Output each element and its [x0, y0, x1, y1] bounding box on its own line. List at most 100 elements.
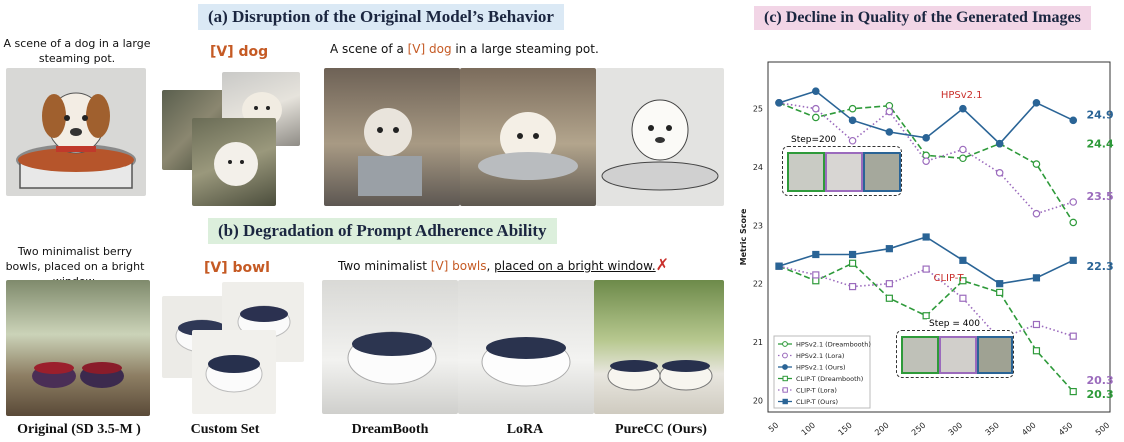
x-tick-label: 100 — [800, 421, 817, 438]
data-point — [1069, 218, 1078, 227]
data-point — [922, 233, 930, 241]
data-point — [848, 259, 857, 267]
inset-400-thumb-green — [901, 336, 939, 374]
x-tick-label: 300 — [947, 421, 964, 438]
inset-400-thumb-blue — [977, 336, 1013, 374]
y-tick-label: 25 — [753, 105, 763, 114]
lora-bowl-illustration — [481, 337, 571, 387]
inset-step-200-label: Step=200 — [789, 135, 839, 145]
legend-entry: HPSv2.1 (Lora) — [796, 352, 844, 360]
label-dreambooth: DreamBooth — [351, 422, 429, 437]
data-point — [922, 312, 930, 320]
data-point — [848, 116, 857, 125]
x-tick-label: 400 — [1020, 421, 1037, 438]
dog-pot-illustration — [16, 92, 136, 189]
data-point — [1069, 332, 1077, 340]
legend-marker — [782, 398, 788, 405]
data-point — [959, 145, 967, 154]
custom-bowl-photo-3 — [192, 330, 276, 414]
y-tick-label: 22 — [753, 280, 763, 289]
chart-labels: HPSv2.1CLIP-T24.924.423.522.320.320.3HPS… — [773, 90, 1114, 409]
data-point — [775, 262, 783, 270]
custom-dog-photo-3 — [192, 118, 276, 206]
data-point — [812, 104, 820, 113]
data-point — [812, 113, 820, 122]
original-bowls-image — [6, 280, 150, 416]
data-point — [1069, 116, 1078, 125]
end-value-label: 20.3 — [1086, 388, 1113, 401]
data-point — [922, 157, 930, 165]
lora-dog-image — [460, 68, 596, 206]
custom-bowl-3-illustration — [205, 355, 263, 393]
data-point — [848, 282, 857, 291]
panel-b-generation-prompt: Two minimalist [V] bowls, placed on a br… — [338, 257, 718, 274]
data-point — [1069, 256, 1077, 264]
hps-group-label: HPSv2.1 — [941, 90, 983, 101]
inset-200-thumb-green — [787, 152, 825, 192]
panel-b-token-label: [V] bowl — [204, 260, 270, 276]
inset-400-thumb-purple — [939, 336, 977, 374]
panel-a-token-label: [V] dog — [210, 44, 269, 60]
data-point — [1069, 198, 1078, 206]
custom-dog-3-illustration — [214, 142, 258, 186]
legend-marker — [782, 364, 788, 370]
data-point — [885, 128, 894, 136]
label-custom-set: Custom Set — [190, 422, 260, 437]
legend-entry: HPSv2.1 (Ours) — [796, 364, 846, 372]
x-tick-label: 500 — [1094, 421, 1111, 438]
data-point — [1069, 387, 1077, 396]
prompt-a-token: [V] dog — [407, 42, 452, 56]
original-bowls-illustration — [32, 362, 124, 388]
data-point — [1032, 347, 1041, 355]
data-point — [959, 104, 967, 113]
x-tick-label: 350 — [983, 421, 1000, 438]
data-point — [959, 294, 967, 302]
inset-200-thumb-blue — [863, 152, 901, 192]
dreambooth-dog-illustration — [358, 108, 422, 196]
y-tick-label: 20 — [753, 396, 763, 405]
panel-c-title: (c) Decline in Quality of the Generated … — [754, 6, 1091, 30]
inset-step-400: Step = 400 — [896, 319, 1014, 378]
inset-step-400-label: Step = 400 — [927, 319, 982, 329]
data-point — [885, 294, 893, 302]
data-point — [812, 87, 820, 95]
y-axis-label: Metric Score — [739, 208, 748, 265]
purecc-bowl-image — [594, 280, 724, 414]
y-tick-label: 24 — [753, 163, 763, 172]
data-point — [1032, 209, 1041, 218]
data-point — [775, 99, 783, 107]
data-point — [959, 277, 967, 285]
data-point — [996, 288, 1004, 297]
x-tick-label: 150 — [836, 421, 853, 438]
original-dog-pot-image — [6, 68, 146, 196]
legend-marker — [782, 387, 788, 393]
data-point — [959, 256, 967, 264]
label-lora: LoRA — [506, 422, 544, 437]
inset-step-200: Step=200 — [782, 135, 902, 196]
legend-marker — [782, 375, 788, 382]
prompt-b-mid: , — [486, 259, 495, 273]
data-point — [848, 250, 857, 259]
panel-a-original-prompt: A scene of a dog in a large steaming pot… — [3, 37, 151, 65]
legend-entry: CLIP-T (Lora) — [796, 387, 837, 395]
data-point — [1032, 99, 1041, 107]
purecc-dog-illustration — [601, 99, 719, 191]
end-value-label: 23.5 — [1086, 190, 1113, 203]
end-value-label: 24.9 — [1086, 109, 1113, 122]
data-point — [812, 277, 820, 285]
data-point — [885, 107, 894, 116]
cross-mark-icon: ✗ — [655, 255, 670, 274]
dreambooth-bowl-image — [322, 280, 458, 414]
y-tick-label: 21 — [753, 338, 763, 347]
legend-marker — [782, 341, 788, 347]
prompt-b-before: Two minimalist — [338, 259, 431, 273]
panel-a-generation-prompt: A scene of a [V] dog in a large steaming… — [330, 42, 730, 57]
dreambooth-dog-image — [324, 68, 460, 206]
data-point — [995, 169, 1004, 177]
data-point — [848, 136, 857, 145]
data-point — [848, 104, 857, 113]
legend-box — [773, 335, 871, 409]
panel-b-original-prompt: Two minimalist berry bowls, placed on a … — [5, 245, 145, 288]
data-point — [812, 250, 820, 259]
legend-entry: CLIP-T (Dreambooth) — [796, 375, 863, 383]
